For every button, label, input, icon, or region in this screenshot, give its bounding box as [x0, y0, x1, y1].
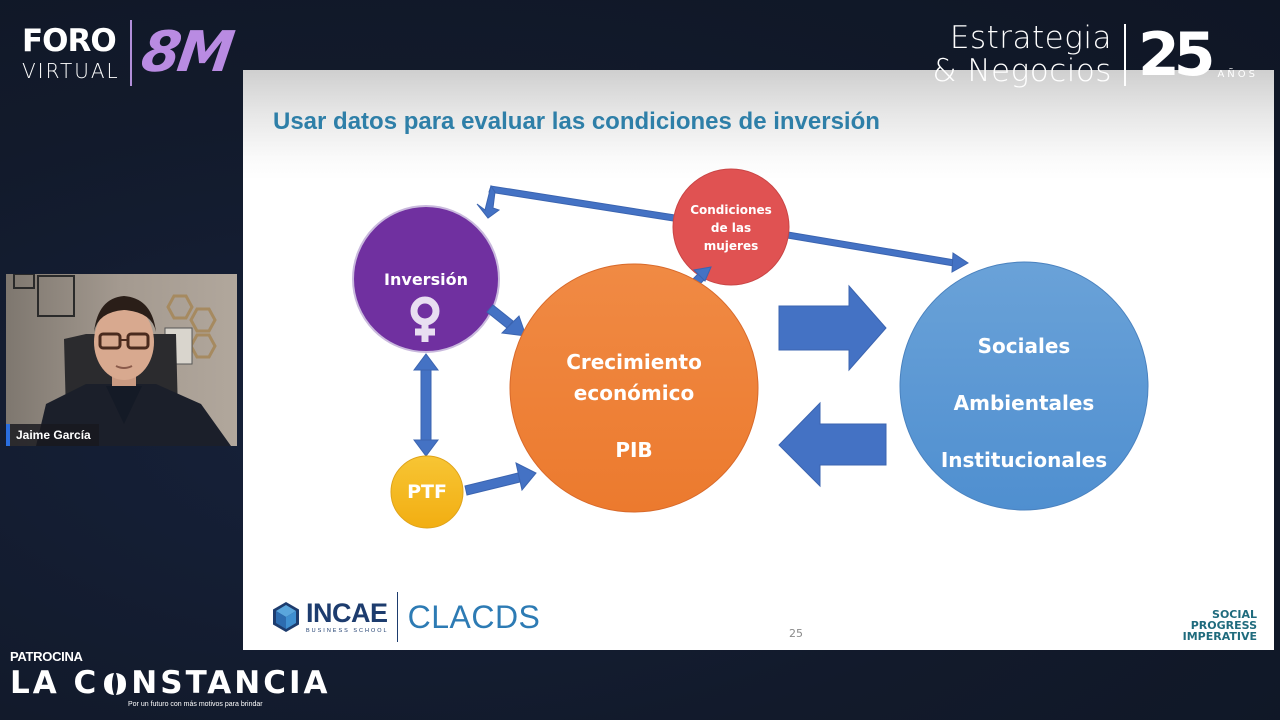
clacds-label: CLACDS — [407, 599, 541, 635]
crecimiento-label: Crecimiento económico PIB — [566, 350, 702, 462]
node-crecimiento — [509, 263, 759, 513]
sponsor-logo: LA C NSTANCIA — [10, 665, 331, 701]
logo-divider — [1123, 23, 1126, 86]
8m-label: 8M — [137, 20, 236, 85]
incae-label: INCAE — [306, 598, 388, 628]
participant-name-tag: Jaime García — [6, 424, 99, 446]
arrow-condiciones-to-dimensiones — [786, 231, 969, 273]
node-dimensiones — [899, 261, 1149, 511]
incae-sub-label: BUSINESS SCHOOL — [306, 628, 389, 634]
investment-conditions-diagram — [352, 168, 1149, 529]
leaf-o-icon — [104, 672, 127, 695]
participant-video-tile[interactable]: Jaime García — [6, 274, 237, 446]
dimensiones-label: Sociales Ambientales Institucionales — [940, 334, 1108, 472]
sponsor-tagline: Por un futuro con más motivos para brind… — [128, 701, 263, 708]
sponsor-block: PATROCINA LA C NSTANCIA Por un futuro co… — [10, 649, 331, 708]
virtual-label: VIRTUAL — [22, 58, 120, 83]
arrow-inversion-ptf — [413, 353, 439, 457]
arrow-crecimiento-to-dimensiones — [778, 284, 887, 372]
arrow-condiciones-to-inversion — [476, 184, 676, 222]
logo-divider — [129, 20, 132, 86]
slide-header-band — [243, 70, 1274, 180]
sponsor-label: PATROCINA — [10, 649, 83, 664]
female-symbol-icon — [410, 296, 440, 342]
condiciones-label: Condiciones de las mujeres — [690, 203, 772, 253]
footer-divider — [396, 592, 398, 642]
slide-page-number: 25 — [789, 627, 803, 640]
arrow-ptf-to-crecimiento — [464, 462, 537, 496]
ptf-label: PTF — [407, 481, 447, 503]
social-progress-imperative-logo: SOCIAL PROGRESS IMPERATIVE — [1182, 608, 1257, 643]
name-tag-accent — [6, 424, 10, 446]
incae-clacds-logo: INCAE BUSINESS SCHOOL CLACDS — [270, 592, 540, 642]
foro-label: FORO — [22, 22, 117, 59]
arrow-dimensiones-to-crecimiento — [778, 401, 887, 488]
negocios-label: & Negocios — [932, 52, 1112, 89]
estrategia-label: Estrategia — [949, 20, 1112, 56]
incae-hexagon-icon — [273, 602, 299, 632]
estrategia-negocios-logo: Estrategia & Negocios 25 AÑOS — [932, 22, 1258, 87]
anniversary-label: AÑOS — [1217, 68, 1258, 80]
foro-virtual-8m-logo: FORO VIRTUAL 8M — [22, 20, 235, 86]
node-ptf — [390, 455, 464, 529]
anniversary-number: 25 — [1137, 19, 1215, 90]
presentation-slide: Usar datos para evaluar las condiciones … — [243, 70, 1274, 650]
webcam-feed — [6, 274, 237, 446]
node-inversion — [352, 205, 500, 353]
slide-title: Usar datos para evaluar las condiciones … — [273, 108, 880, 135]
participant-name: Jaime García — [16, 428, 91, 442]
arrow-inversion-to-crecimiento — [486, 304, 527, 337]
inversion-label: Inversión — [384, 270, 468, 289]
node-condiciones-mujeres — [672, 168, 790, 286]
